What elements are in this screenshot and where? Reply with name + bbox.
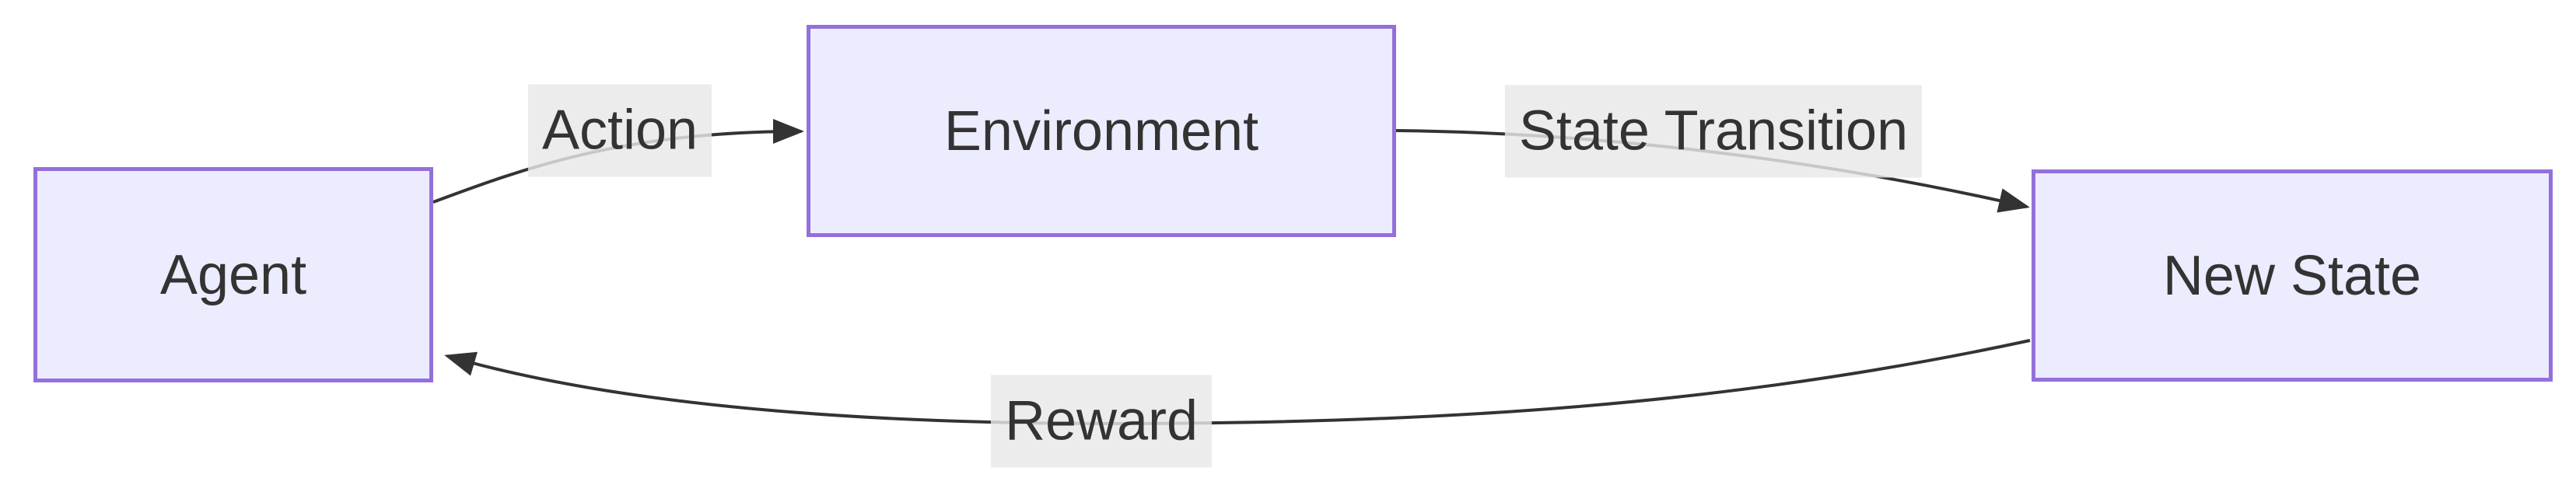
edge-label-reward: Reward	[990, 375, 1213, 468]
node-environment-label: Environment	[943, 99, 1259, 162]
edge-label-action: Action	[527, 84, 712, 177]
node-agent-label: Agent	[159, 243, 307, 306]
edge-label-state-transition: State Transition	[1504, 85, 1923, 178]
node-new-state: New State	[2032, 169, 2553, 382]
node-new-state-label: New State	[2162, 244, 2422, 307]
edge-new-state-to-agent	[444, 339, 2031, 426]
node-agent: Agent	[33, 167, 433, 382]
node-environment: Environment	[807, 25, 1396, 237]
